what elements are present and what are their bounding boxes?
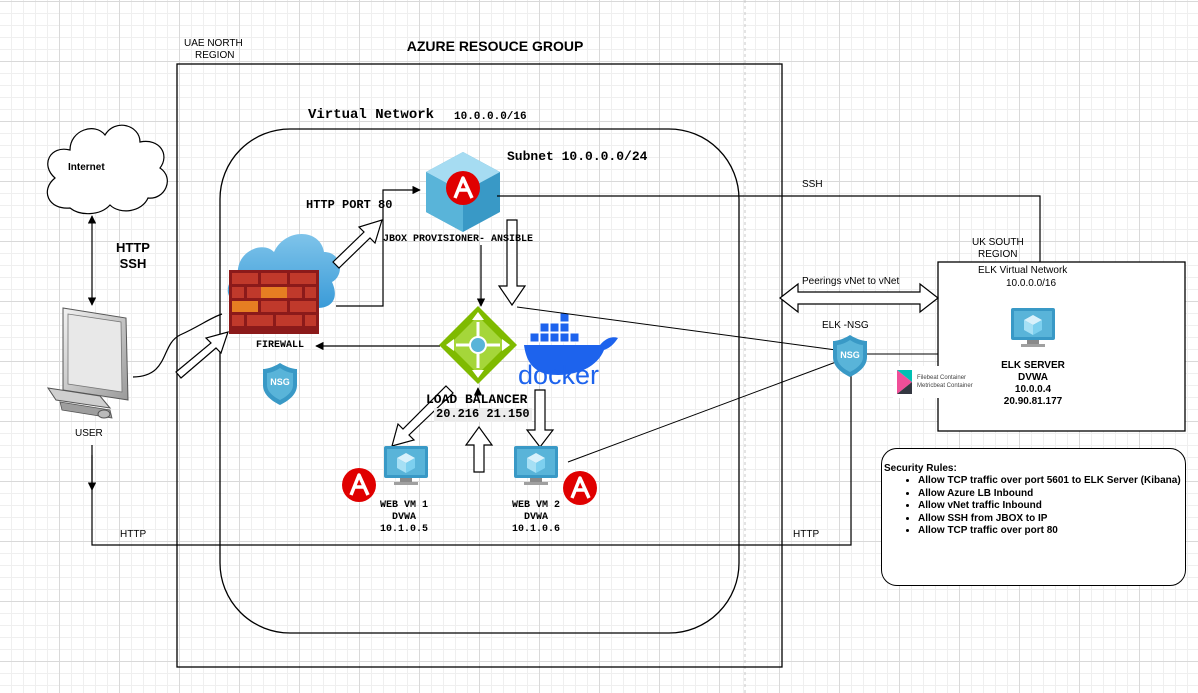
jbox-label: JBOX PROVISIONER- ANSIBLE [383, 234, 534, 245]
security-rule: Allow vNet traffic Inbound [918, 500, 1183, 513]
elk-nsg-label: ELK -NSG [822, 320, 869, 331]
vnet-cidr: 10.0.0.0/16 [454, 111, 527, 123]
vm1-ip: 10.1.0.5 [379, 524, 428, 535]
security-rules-panel: Security Rules: Allow TCP traffic over p… [881, 448, 1186, 586]
beats-icon [893, 366, 973, 398]
security-rules-title: Security Rules: [884, 463, 957, 474]
elk-server-public-ip: 20.90.81.177 [1003, 396, 1063, 407]
security-rule: Allow Azure LB Inbound [918, 488, 1183, 501]
resource-group-box [176, 63, 783, 668]
filebeat-label: Filebeat Container [917, 375, 967, 381]
elk-nsg-badge: NSG [840, 350, 860, 360]
security-rule: Allow TCP traffic over port 5601 to ELK … [918, 475, 1183, 488]
elk-server-ip: 10.0.0.4 [1014, 384, 1052, 395]
region-right-line1: UK SOUTH [972, 237, 1024, 248]
region-right-line2: REGION [978, 249, 1018, 260]
subnet-label: Subnet 10.0.0.0/24 [507, 149, 648, 164]
vnet-title: Virtual Network [308, 107, 435, 123]
user-label: USER [75, 428, 103, 439]
firewall-icon [229, 270, 319, 334]
vm2-ip: 10.1.0.6 [511, 524, 560, 535]
computer-icon [46, 307, 129, 419]
ssh-label: SSH [119, 256, 147, 271]
security-rule: Allow SSH from JBOX to IP [918, 513, 1183, 526]
metricbeat-label: Metricbeat Container [917, 383, 973, 389]
vm-icon [384, 446, 428, 485]
security-rule: Allow TCP traffic over port 80 [918, 525, 1183, 538]
elk-server-name: ELK SERVER [1001, 360, 1065, 371]
ssh-line-label: SSH [802, 179, 823, 190]
region-left-line2: REGION [195, 50, 235, 61]
elk-network-box [937, 261, 1186, 432]
vm1-name: WEB VM 1 [379, 500, 428, 511]
virtual-network-box [219, 128, 740, 634]
internet-label: Internet [68, 162, 105, 173]
firewall-label: FIREWALL [256, 340, 305, 351]
docker-icon [524, 312, 618, 375]
ansible-icon [426, 152, 500, 232]
elk-vnet-title: ELK Virtual Network [978, 265, 1068, 276]
ansible-icon [340, 466, 378, 504]
http-label: HTTP [116, 240, 150, 255]
vm-icon [514, 446, 558, 485]
nsg-label: NSG [270, 377, 290, 387]
cloud-icon [46, 124, 168, 215]
docker-label: docker [518, 360, 600, 390]
http-right-label: HTTP [793, 529, 820, 540]
load-balancer-icon [439, 306, 517, 384]
elk-server-app: DVWA [1018, 372, 1048, 383]
lb-label: LOAD BALANCER [426, 392, 528, 407]
resource-group-title: AZURE RESOUCE GROUP [406, 38, 584, 54]
vm2-name: WEB VM 2 [511, 500, 560, 511]
http-port-label: HTTP PORT 80 [306, 198, 393, 212]
elk-vnet-cidr: 10.0.0.0/16 [1006, 278, 1057, 289]
vm2-app: DVWA [523, 512, 548, 523]
vm1-app: DVWA [391, 512, 416, 523]
http-left-label: HTTP [120, 529, 147, 540]
peering-label: Peerings vNet to vNet [802, 276, 900, 287]
region-left-line1: UAE NORTH [184, 38, 243, 49]
lb-ip: 20.216 21.150 [434, 407, 532, 422]
